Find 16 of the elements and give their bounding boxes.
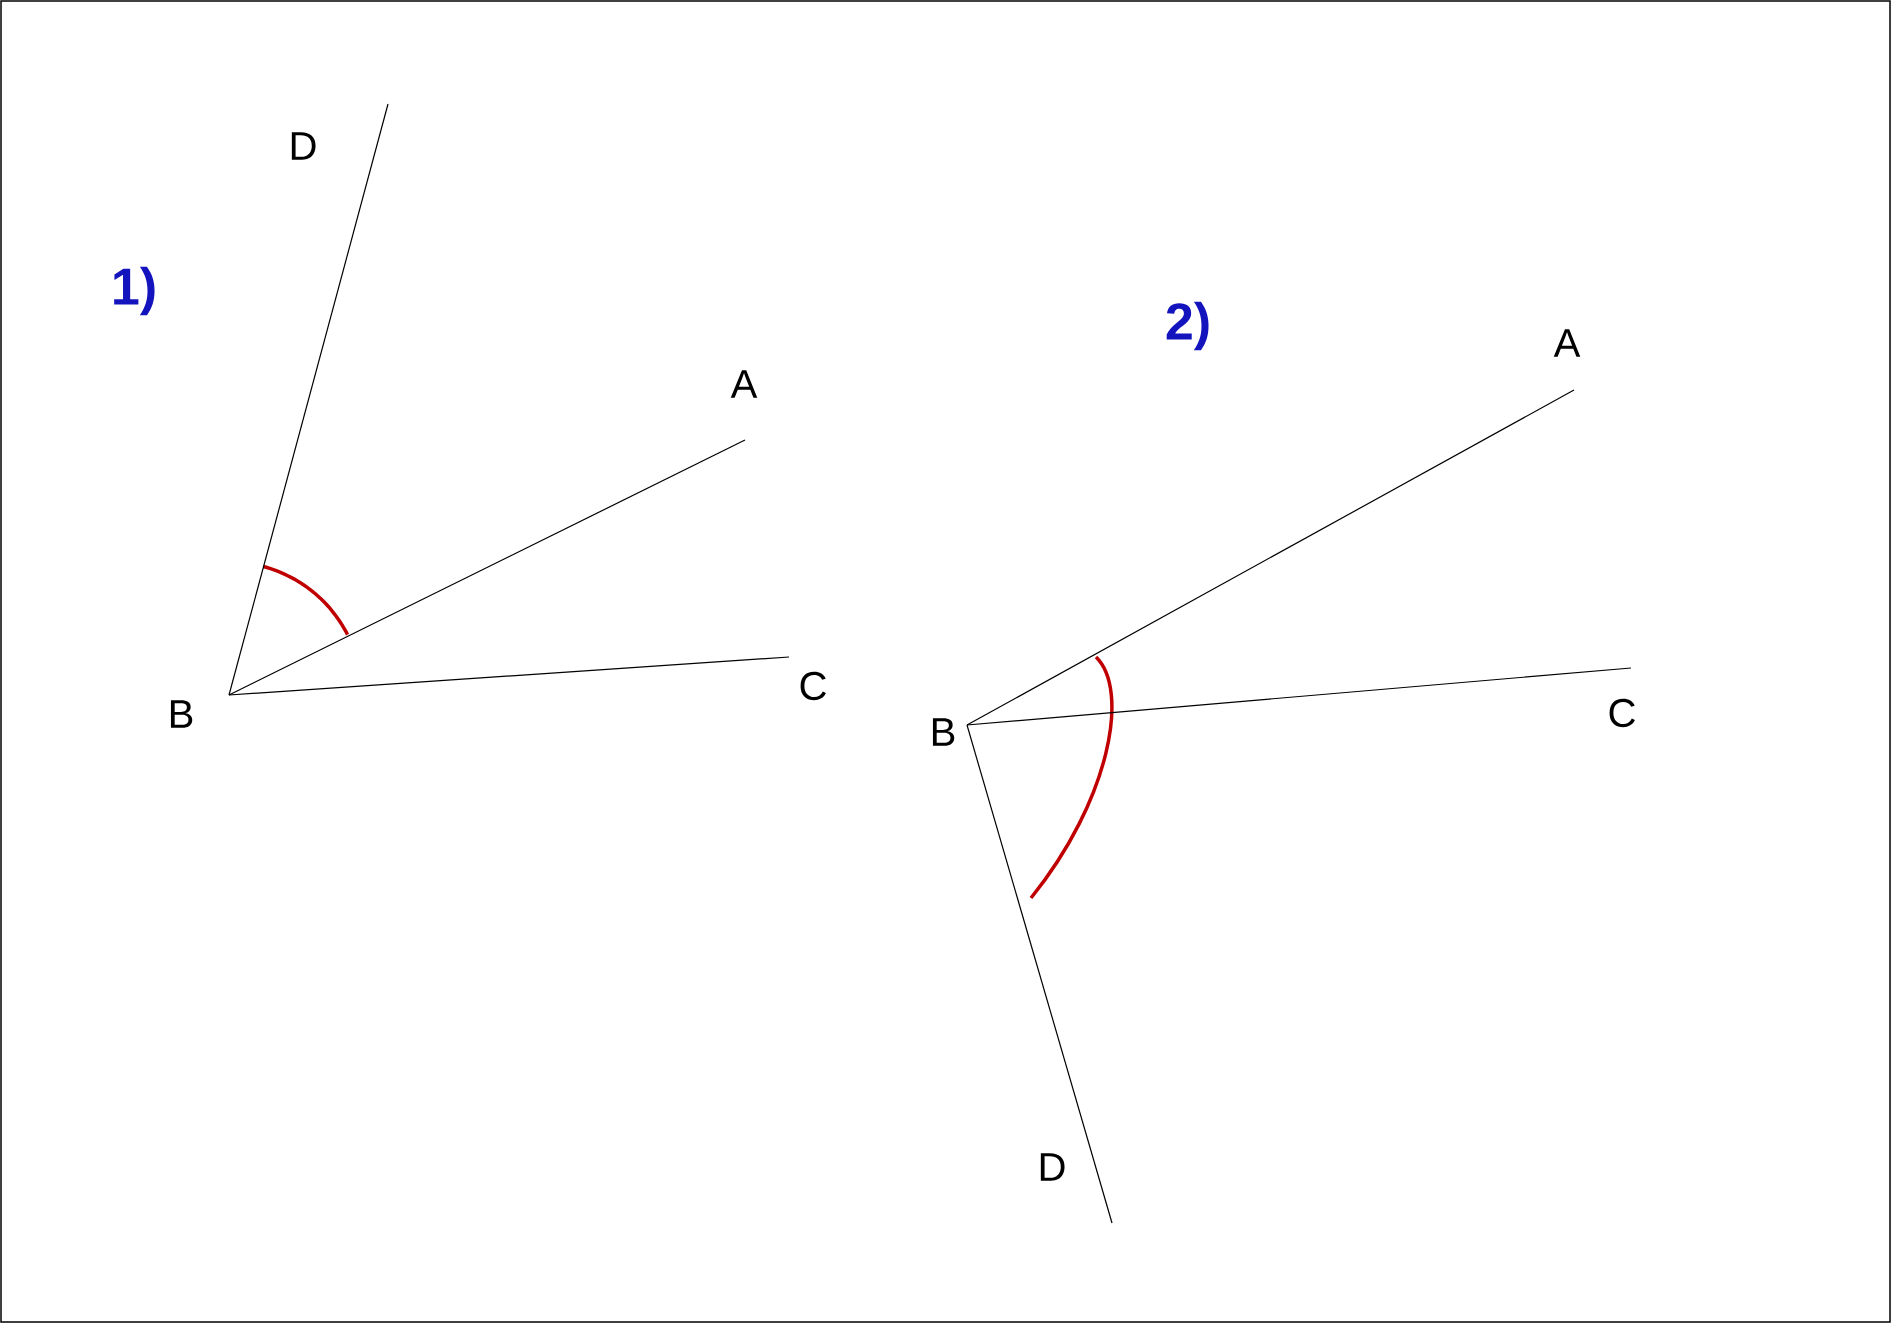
point-label: B [932,718,955,746]
point-label: A [730,370,758,398]
point-label: C [800,671,826,701]
point-label: D [291,132,316,160]
point-label: D [1040,1153,1065,1181]
ray [228,439,746,696]
figure-number: 2) [1166,301,1209,351]
ray [966,667,1632,726]
ray [228,103,389,696]
ray [228,656,790,696]
point-label: C [1609,698,1635,728]
ray [966,389,1575,726]
point-label: B [170,700,193,728]
figure-number: 1) [114,266,155,316]
point-label: A [1553,329,1581,357]
ray [966,724,1113,1224]
